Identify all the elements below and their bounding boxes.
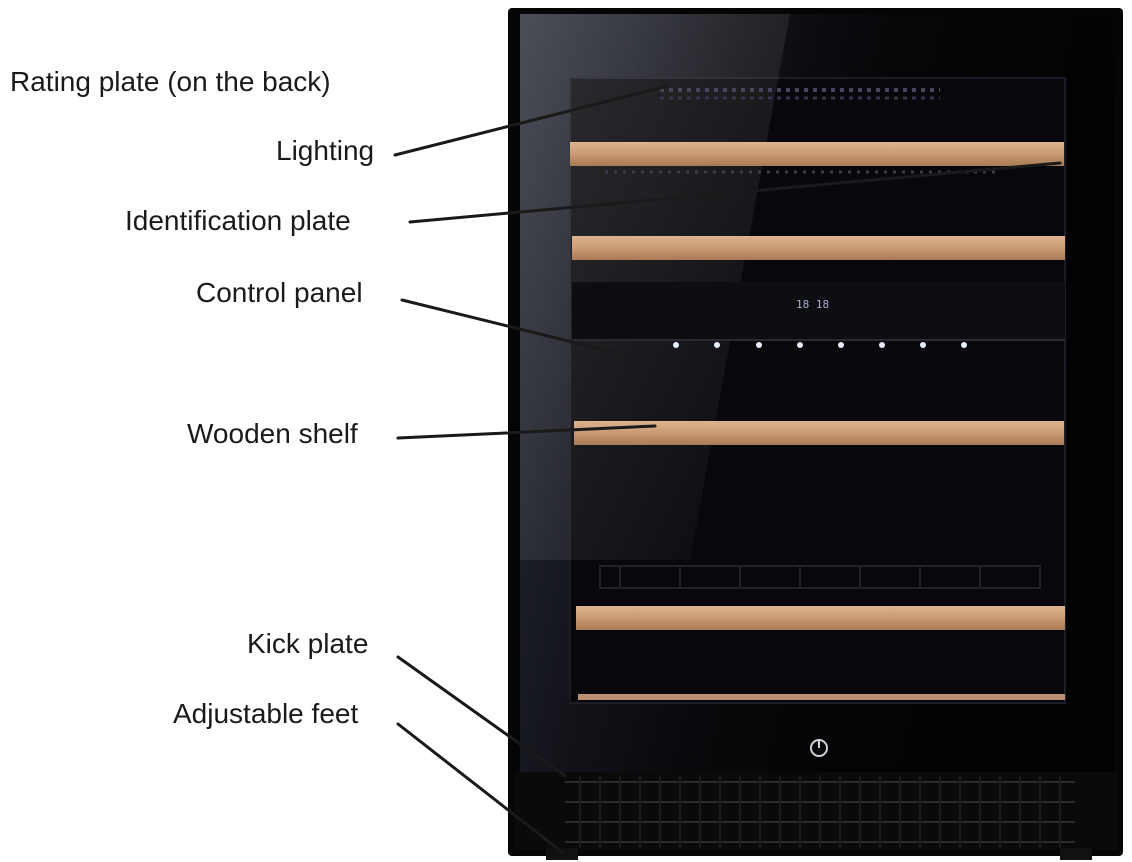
leader-line-identification-plate [400,298,627,357]
adjustable-foot-right [1060,848,1092,860]
bottom-shelf-strip [578,694,1065,700]
wooden-shelf-4 [576,606,1065,630]
led-light [961,342,967,348]
wooden-shelf-1 [570,142,1064,166]
leader-line-rating-plate [393,84,670,157]
led-light [756,342,762,348]
label-adjustable-feet: Adjustable feet [173,698,359,729]
led-row [673,342,967,348]
label-kick-plate: Kick plate [247,628,369,659]
lighting-vent [660,88,940,100]
power-icon [810,739,828,757]
label-rating-plate: Rating plate (on the back) [10,66,331,97]
adjustable-foot-left [546,848,578,860]
leader-line-lighting [408,161,1062,224]
wooden-shelf-3 [574,421,1064,445]
led-light [714,342,720,348]
control-panel [572,282,1065,340]
leader-line-wooden-shelf [396,655,567,778]
led-light [797,342,803,348]
kick-plate [514,772,1119,850]
led-light [920,342,926,348]
leader-line-control-panel [396,424,657,440]
label-control-panel: Control panel [196,277,363,308]
led-light [879,342,885,348]
label-identification-plate: Identification plate [125,205,351,236]
led-light [673,342,679,348]
wooden-shelf-2 [572,236,1065,260]
wire-rack [599,565,1041,589]
led-light [838,342,844,348]
label-lighting: Lighting [276,135,375,166]
leader-line-kick-plate [396,722,564,854]
temperature-readout: 18 18 [796,298,829,311]
label-wooden-shelf: Wooden shelf [187,418,358,449]
leader-lines [393,84,1062,854]
